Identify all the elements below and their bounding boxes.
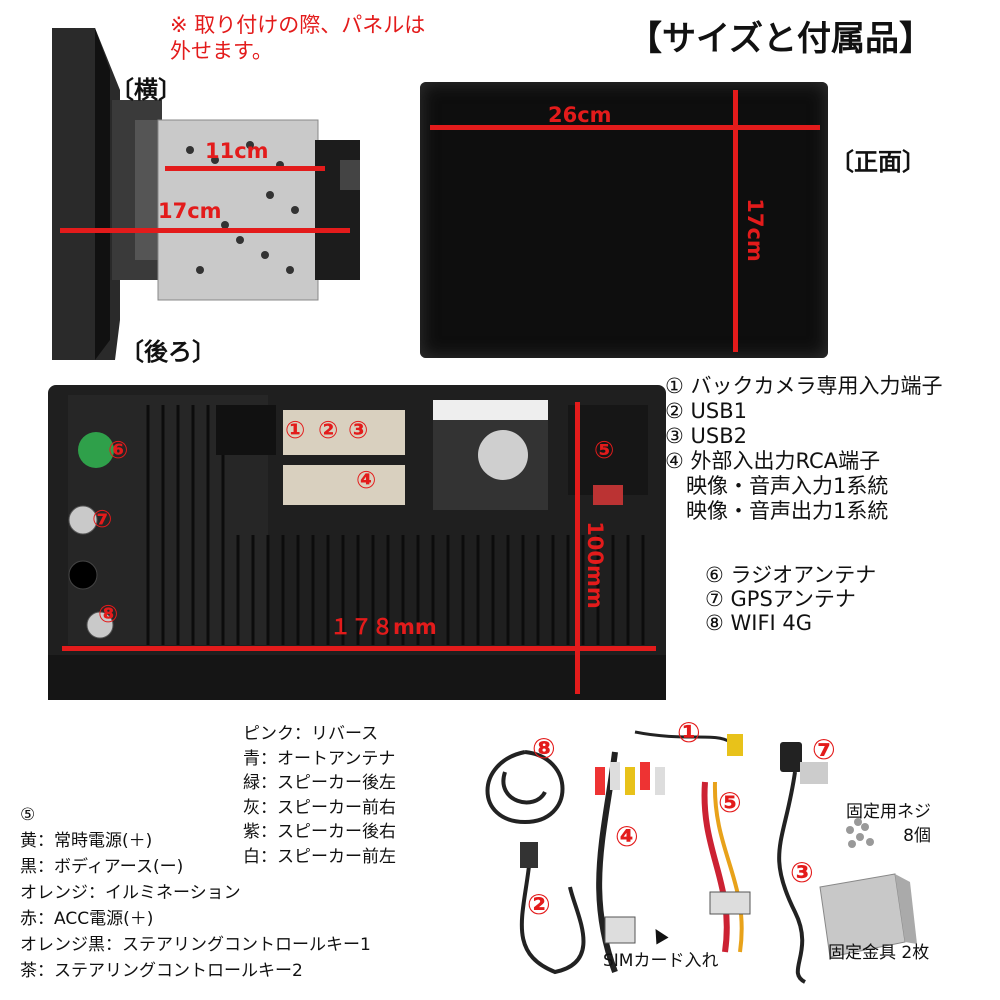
back-height-dim-label: 100mm [583, 521, 608, 609]
back-antenna-connector [216, 405, 276, 455]
back-height-dim-line [575, 402, 580, 694]
side-outer-dim-label: 17cm [158, 199, 222, 223]
power-wire-list: ⑤ 黄：常時電源(＋) 黒：ボディアース(ー) オレンジ：イルミネーション 赤：… [20, 802, 371, 984]
gps-antenna [780, 742, 802, 772]
front-height-dim-label: 17cm [743, 198, 767, 262]
sim-caption: SIMカード入れ [603, 951, 719, 971]
screws-caption: 固定用ネジ 8個 [846, 802, 931, 846]
power-harness [701, 781, 730, 953]
power-wire-item: 黄：常時電源(＋) [20, 831, 153, 851]
port-label-4: ④ [356, 466, 377, 494]
port-label-3: ③ [348, 416, 369, 444]
accessory-label-4: ④ [615, 820, 639, 853]
speaker-wire-color-list: ピンク：リバース 青：オートアンテナ 緑：スピーカー後左 灰：スピーカー前右 紫… [243, 722, 396, 869]
port-label-1: ① [285, 416, 306, 444]
wire-color-item: 青：オートアンテナ [243, 748, 396, 769]
power-wire-title: ⑤ [20, 805, 36, 825]
wire-color-item: ピンク：リバース [243, 724, 379, 744]
wire-color-item: 白：スピーカー前左 [243, 846, 396, 867]
power-connector-block [568, 405, 648, 495]
back-view-label: 〔後ろ〕 [120, 338, 216, 366]
back-width-dim-line [62, 646, 656, 651]
port-legend-list: ① バックカメラ専用入力端子 ② USB1 ③ USB2 ④ 外部入出力RCA端… [665, 374, 943, 524]
gps-antenna-jack [68, 505, 98, 535]
front-width-dim-label: 26cm [548, 103, 612, 127]
accessories-image [485, 730, 917, 984]
side-view-image [52, 28, 360, 360]
power-wire-item: 茶：ステアリングコントロールキー2 [20, 961, 303, 981]
port-legend-item: 映像・音声入力1系統 [665, 474, 889, 498]
port-legend-item: ② USB1 [665, 399, 747, 423]
side-view-label: 〔横〕 [110, 76, 182, 104]
port-label-5: ⑤ [594, 436, 615, 464]
accessory-label-7: ⑦ [812, 733, 836, 766]
wire-color-item: 灰：スピーカー前右 [243, 797, 396, 818]
accessory-label-2: ② [527, 888, 551, 921]
power-wire-item: オレンジ黒：ステアリングコントロールキー1 [20, 935, 371, 955]
power-wire-item: 黒：ボディアース(ー) [20, 857, 184, 877]
accessory-label-8: ⑧ [532, 732, 556, 765]
port-legend-item: 映像・音声出力1系統 [665, 499, 889, 523]
antenna-legend-item: ⑧ WIFI 4G [705, 611, 813, 635]
antenna-legend-item: ⑥ ラジオアンテナ [705, 563, 877, 587]
power-wire-item: オレンジ：イルミネーション [20, 883, 241, 903]
back-sticker [478, 430, 528, 480]
port-label-7: ⑦ [92, 505, 113, 533]
antenna-legend-item: ⑦ GPSアンテナ [705, 587, 856, 611]
side-inner-dim-label: 11cm [205, 139, 269, 163]
side-inner-dim-line [165, 166, 325, 171]
front-view-label: 〔正面〕 [830, 148, 926, 176]
radio-antenna-jack [78, 432, 114, 468]
page-title: 【サイズと付属品】 [628, 19, 933, 59]
port-legend-item: ① バックカメラ専用入力端子 [665, 374, 943, 398]
front-width-dim-line [430, 125, 820, 130]
bracket-caption: 固定金具 2枚 [828, 943, 930, 963]
port-label-8: ⑧ [98, 600, 119, 628]
usb-camera-connector-block [283, 410, 405, 455]
port-legend-item: ③ USB2 [665, 424, 747, 448]
accessory-label-1: ① [677, 716, 701, 749]
accessory-label-5: ⑤ [718, 786, 742, 819]
wire-color-item: 紫：スピーカー後右 [243, 822, 396, 842]
wifi-antenna-jack [86, 611, 114, 639]
camera-cable [634, 730, 731, 744]
antenna-legend-list: ⑥ ラジオアンテナ ⑦ GPSアンテナ ⑧ WIFI 4G [705, 563, 876, 635]
back-view-image [48, 385, 666, 700]
side-outer-dim-line [60, 228, 350, 233]
wifi-cable [485, 750, 565, 825]
fixing-screws [846, 818, 874, 848]
accessory-label-3: ③ [790, 856, 814, 889]
port-label-2: ② [318, 416, 339, 444]
usb-cable [519, 856, 586, 975]
back-width-dim-label: １７８mm [330, 615, 437, 639]
power-wire-item: 赤：ACC電源(＋) [20, 909, 154, 929]
removable-panel-note: ※ 取り付けの際、パネルは 外せます。 [170, 13, 426, 63]
rca-connector-block [283, 465, 405, 505]
front-height-dim-line [733, 90, 738, 352]
port-legend-item: ④ 外部入出力RCA端子 [665, 449, 881, 473]
port-label-6: ⑥ [108, 436, 129, 464]
wire-color-item: 緑：スピーカー後左 [243, 773, 396, 793]
